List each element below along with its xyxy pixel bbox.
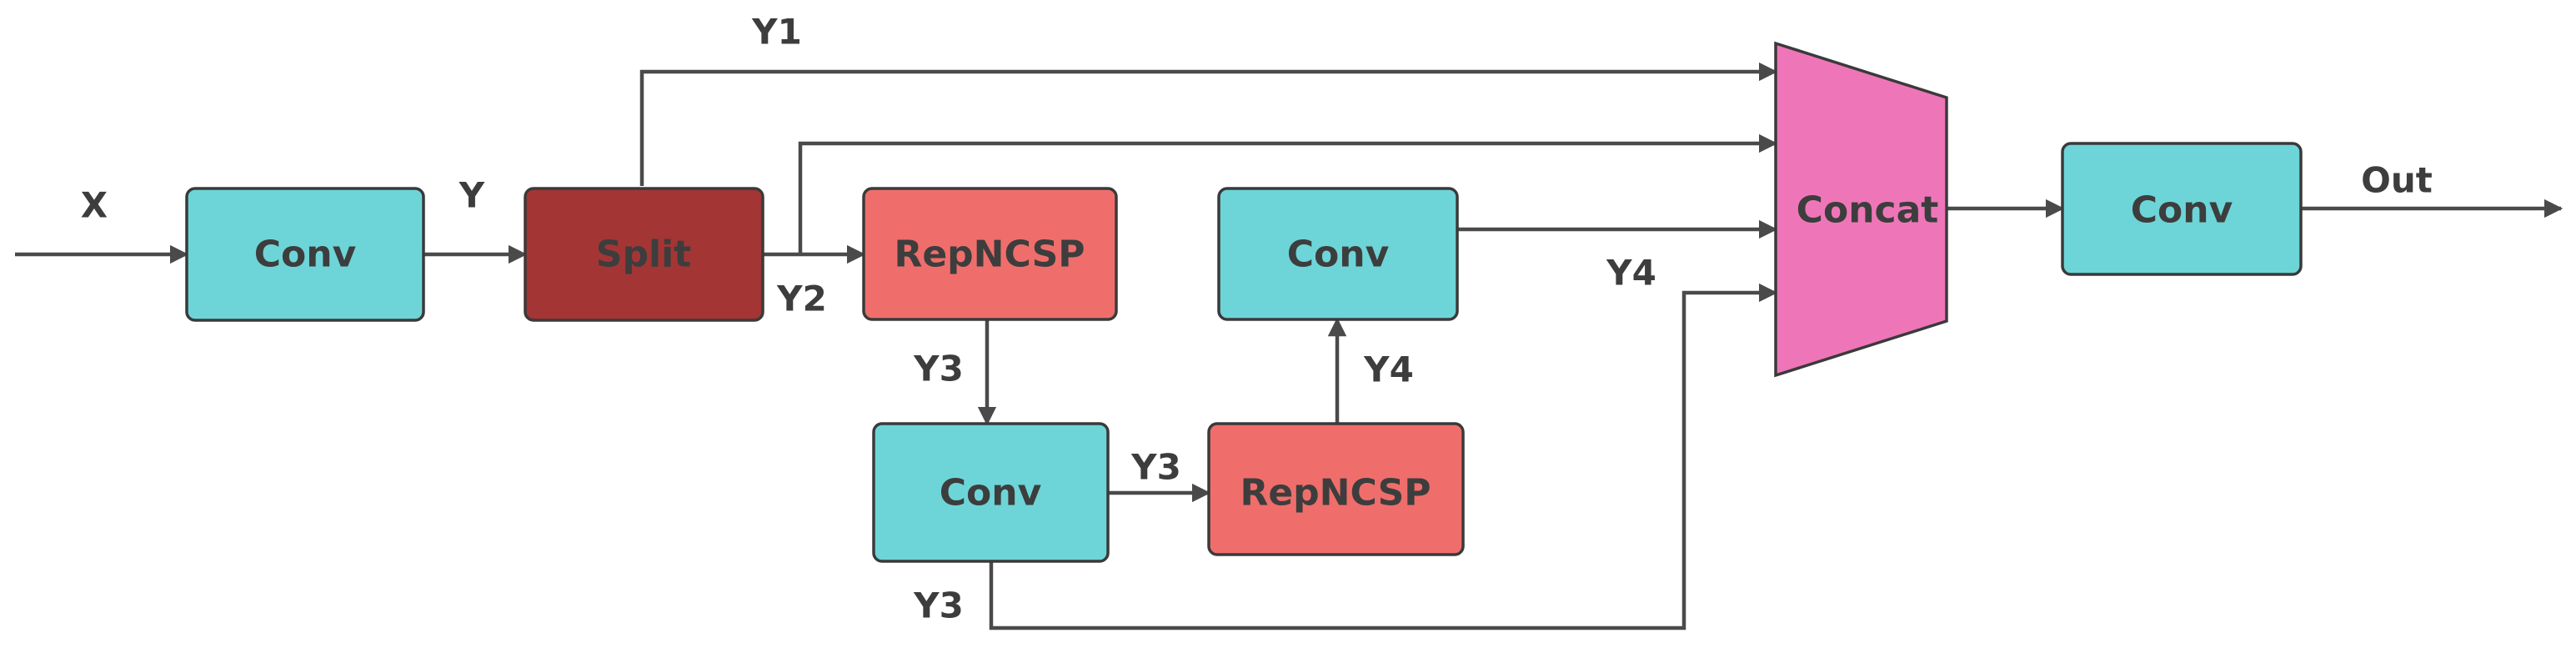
conv-block-middle-bottom-body (872, 422, 1110, 563)
edge-y3-bottom-to-concat (989, 283, 1778, 630)
label-y4-concat: Y4 (1606, 253, 1656, 294)
split-block-body (524, 187, 764, 322)
edge-y1-to-concat (639, 62, 1778, 186)
repncsp-block-top-body (862, 187, 1118, 321)
edge-labels: X Y Y1 Y2 Y3 Y3 Y3 Y4 Y4 Out (81, 12, 2433, 626)
edges (15, 62, 2563, 630)
conv-block-output-body (2061, 142, 2303, 276)
conv-block-middle-bottom: Conv (872, 422, 1110, 563)
label-y3-bottom: Y3 (913, 585, 964, 626)
conv-block-input-label: Conv (254, 234, 357, 276)
repncsp-block-bottom-label: RepNCSP (1240, 472, 1431, 515)
conv-block-output: Conv (2061, 142, 2303, 276)
label-y4-up: Y4 (1363, 349, 1414, 390)
conv-block-middle-bottom-label: Conv (940, 472, 1042, 515)
concat-block-body (1774, 41, 1948, 378)
concat-block-label: Concat (1797, 189, 1939, 232)
conv-block-middle-top-body (1217, 187, 1459, 321)
conv-block-middle-top: Conv (1217, 187, 1459, 321)
repncsp-block-top: RepNCSP (862, 187, 1118, 321)
conv-block-output-label: Conv (2131, 189, 2233, 232)
repncsp-block-bottom-body (1207, 422, 1465, 556)
label-y3-down: Y3 (913, 349, 964, 389)
split-block: Split (524, 187, 764, 322)
label-y: Y (459, 175, 485, 216)
label-out: Out (2361, 160, 2433, 201)
label-x: X (81, 185, 108, 226)
label-y3-right: Y3 (1130, 447, 1181, 488)
conv-block-middle-top-label: Conv (1287, 234, 1390, 276)
conv-block-input-body (185, 187, 425, 322)
conv-block-input: Conv (185, 187, 425, 322)
split-block-label: Split (596, 234, 691, 276)
label-y1: Y1 (751, 12, 802, 53)
concat-block: Concat (1774, 41, 1948, 378)
edge-split-to-concat (798, 133, 1778, 254)
repncsp-block-bottom: RepNCSP (1207, 422, 1465, 556)
repncsp-block-top-label: RepNCSP (894, 234, 1085, 276)
label-y2: Y2 (776, 279, 827, 319)
